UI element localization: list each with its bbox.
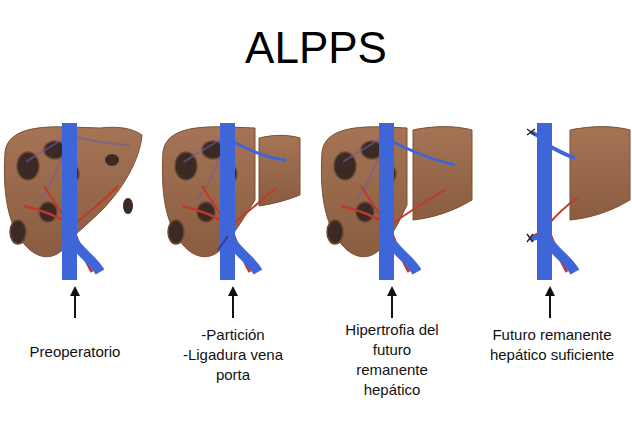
- up-arrows: [70, 286, 555, 318]
- stage-label: -Partición: [168, 325, 298, 345]
- stage-label: Preoperatorio: [10, 342, 140, 362]
- liver-partition: [162, 123, 300, 280]
- stage-label: Hipertrofia del futuro remanente hepátic…: [340, 320, 444, 400]
- liver-preop: [4, 123, 142, 280]
- stage-label: Futuro remanente hepático suficiente: [488, 325, 616, 365]
- liver-remnant: [527, 123, 630, 280]
- liver-hypertrophy: [321, 123, 472, 280]
- stage-label: -Ligadura vena porta: [173, 345, 293, 385]
- diagram-title: ALPPS: [0, 22, 632, 74]
